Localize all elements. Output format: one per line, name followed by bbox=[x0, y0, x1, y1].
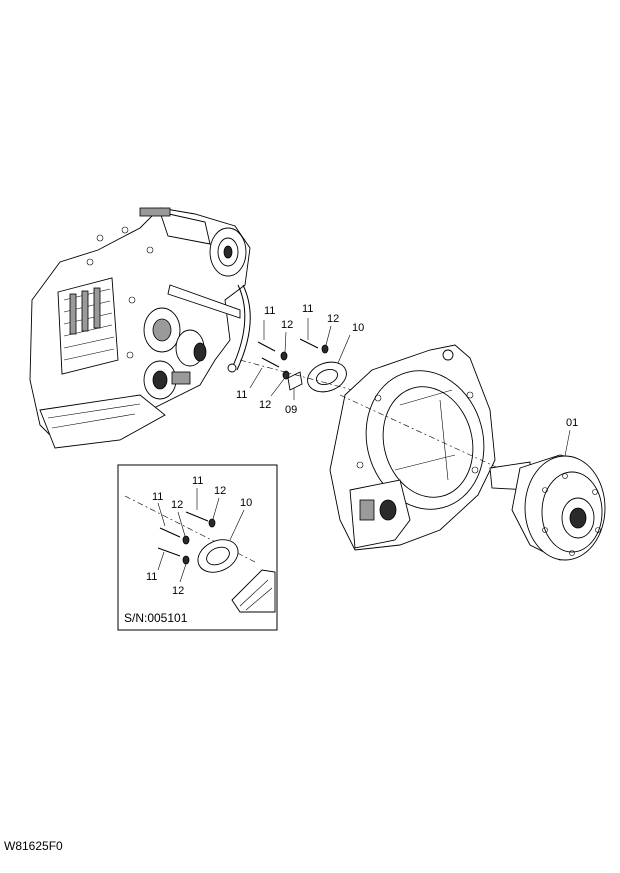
inset-serial-number: S/N:005101 bbox=[124, 611, 188, 625]
callout-11-a: 11 bbox=[264, 305, 275, 317]
inset-callout-11-c: 11 bbox=[146, 571, 157, 583]
inset-callout-12-b: 12 bbox=[214, 485, 226, 497]
callout-12-c: 12 bbox=[259, 399, 271, 411]
assembly-axis-line bbox=[339, 394, 521, 479]
drawing-code: W81625F0 bbox=[4, 839, 63, 853]
callout-11-c: 11 bbox=[236, 389, 247, 401]
callout-12-b: 12 bbox=[327, 313, 339, 325]
inset-callout-12-c: 12 bbox=[172, 585, 184, 597]
inset-callout-12-a: 12 bbox=[171, 499, 183, 511]
torque-converter bbox=[489, 454, 606, 561]
inset-callout-11-b: 11 bbox=[152, 491, 163, 503]
callout-09: 09 bbox=[285, 404, 297, 416]
callout-10: 10 bbox=[352, 322, 364, 334]
callout-12-a: 12 bbox=[281, 319, 293, 331]
callout-11-b: 11 bbox=[302, 303, 313, 315]
fastener-group-main bbox=[239, 338, 361, 393]
inset-callout-10: 10 bbox=[240, 497, 252, 509]
transmission-assembly bbox=[29, 207, 251, 449]
callout-01: 01 bbox=[566, 417, 578, 429]
callouts-main: 11 11 11 12 12 12 10 09 01 bbox=[236, 303, 578, 457]
inset-box: 11 11 11 12 12 12 10 S/N:005101 bbox=[117, 464, 278, 631]
inset-callout-11-a: 11 bbox=[192, 475, 203, 487]
flywheel-housing bbox=[329, 344, 496, 551]
